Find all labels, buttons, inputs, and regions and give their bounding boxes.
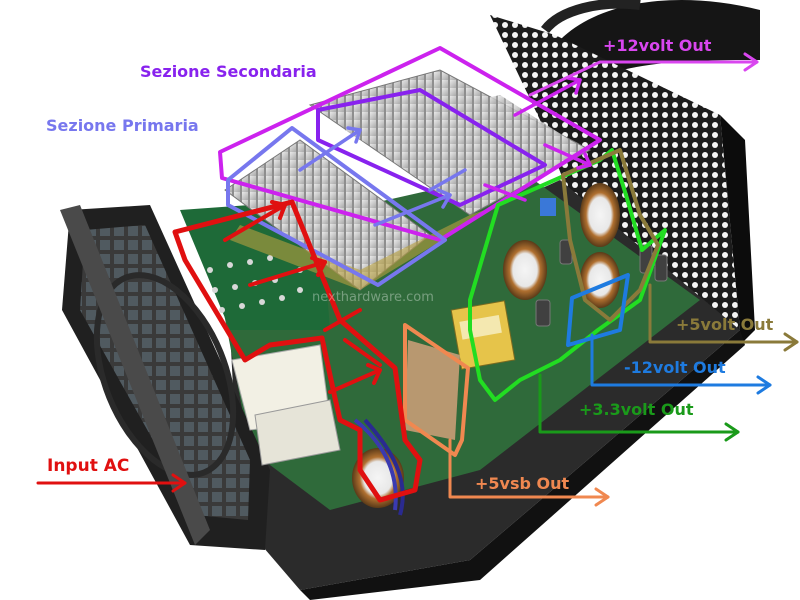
secondary-flow-arrows bbox=[483, 76, 592, 202]
label-primary-section: Sezione Primaria bbox=[46, 116, 199, 135]
secondary-section-outline bbox=[218, 46, 602, 242]
heatsink-base bbox=[230, 205, 500, 290]
output-coil bbox=[580, 183, 620, 247]
arrow-minus12v bbox=[590, 333, 772, 395]
fan-ring bbox=[93, 272, 237, 478]
secondary-heatsink-fins bbox=[345, 95, 570, 195]
v33-zone-outline bbox=[468, 148, 667, 402]
cable-bundle bbox=[560, 0, 760, 80]
input-flow-arrows bbox=[223, 200, 382, 394]
ac-socket bbox=[254, 399, 341, 466]
arrow-5v bbox=[648, 283, 799, 352]
output-coil bbox=[503, 240, 547, 300]
arrow-12v bbox=[528, 52, 759, 97]
capacitors bbox=[535, 239, 668, 327]
output-coil bbox=[580, 252, 620, 308]
v5-zone-outline bbox=[561, 148, 660, 322]
label-minus12v-out: -12volt Out bbox=[624, 358, 726, 377]
watermark: nexthardware.com bbox=[312, 290, 434, 305]
vm12-zone-outline bbox=[566, 273, 630, 347]
annotations bbox=[36, 46, 799, 507]
pcb-pads bbox=[207, 255, 303, 313]
primary-section-outline bbox=[226, 126, 447, 287]
label-5vsb-out: +5vsb Out bbox=[475, 474, 570, 493]
standby-board bbox=[405, 340, 460, 440]
filter-coil bbox=[352, 448, 404, 508]
label-5v-out: +5volt Out bbox=[676, 315, 774, 334]
arrow-input-ac bbox=[36, 473, 187, 493]
vsb-zone-outline bbox=[403, 323, 470, 457]
transformer-outline bbox=[316, 88, 547, 207]
trimmer-pot bbox=[540, 198, 556, 216]
label-12v-out: +12volt Out bbox=[603, 36, 712, 55]
arrow-5vsb bbox=[448, 438, 610, 507]
label-input-ac: Input AC bbox=[47, 456, 130, 476]
label-3-3v-out: +3.3volt Out bbox=[579, 400, 694, 419]
panel-rim bbox=[60, 205, 210, 545]
label-secondary-section: Sezione Secondaria bbox=[140, 62, 317, 81]
panel-edge bbox=[720, 115, 755, 345]
cable bbox=[541, 0, 641, 34]
fan-grill bbox=[80, 225, 250, 520]
arrow-33v bbox=[538, 373, 740, 442]
filter-wire bbox=[363, 418, 405, 516]
primary-flow-arrows bbox=[298, 126, 467, 227]
input-zone-outline bbox=[172, 199, 423, 503]
